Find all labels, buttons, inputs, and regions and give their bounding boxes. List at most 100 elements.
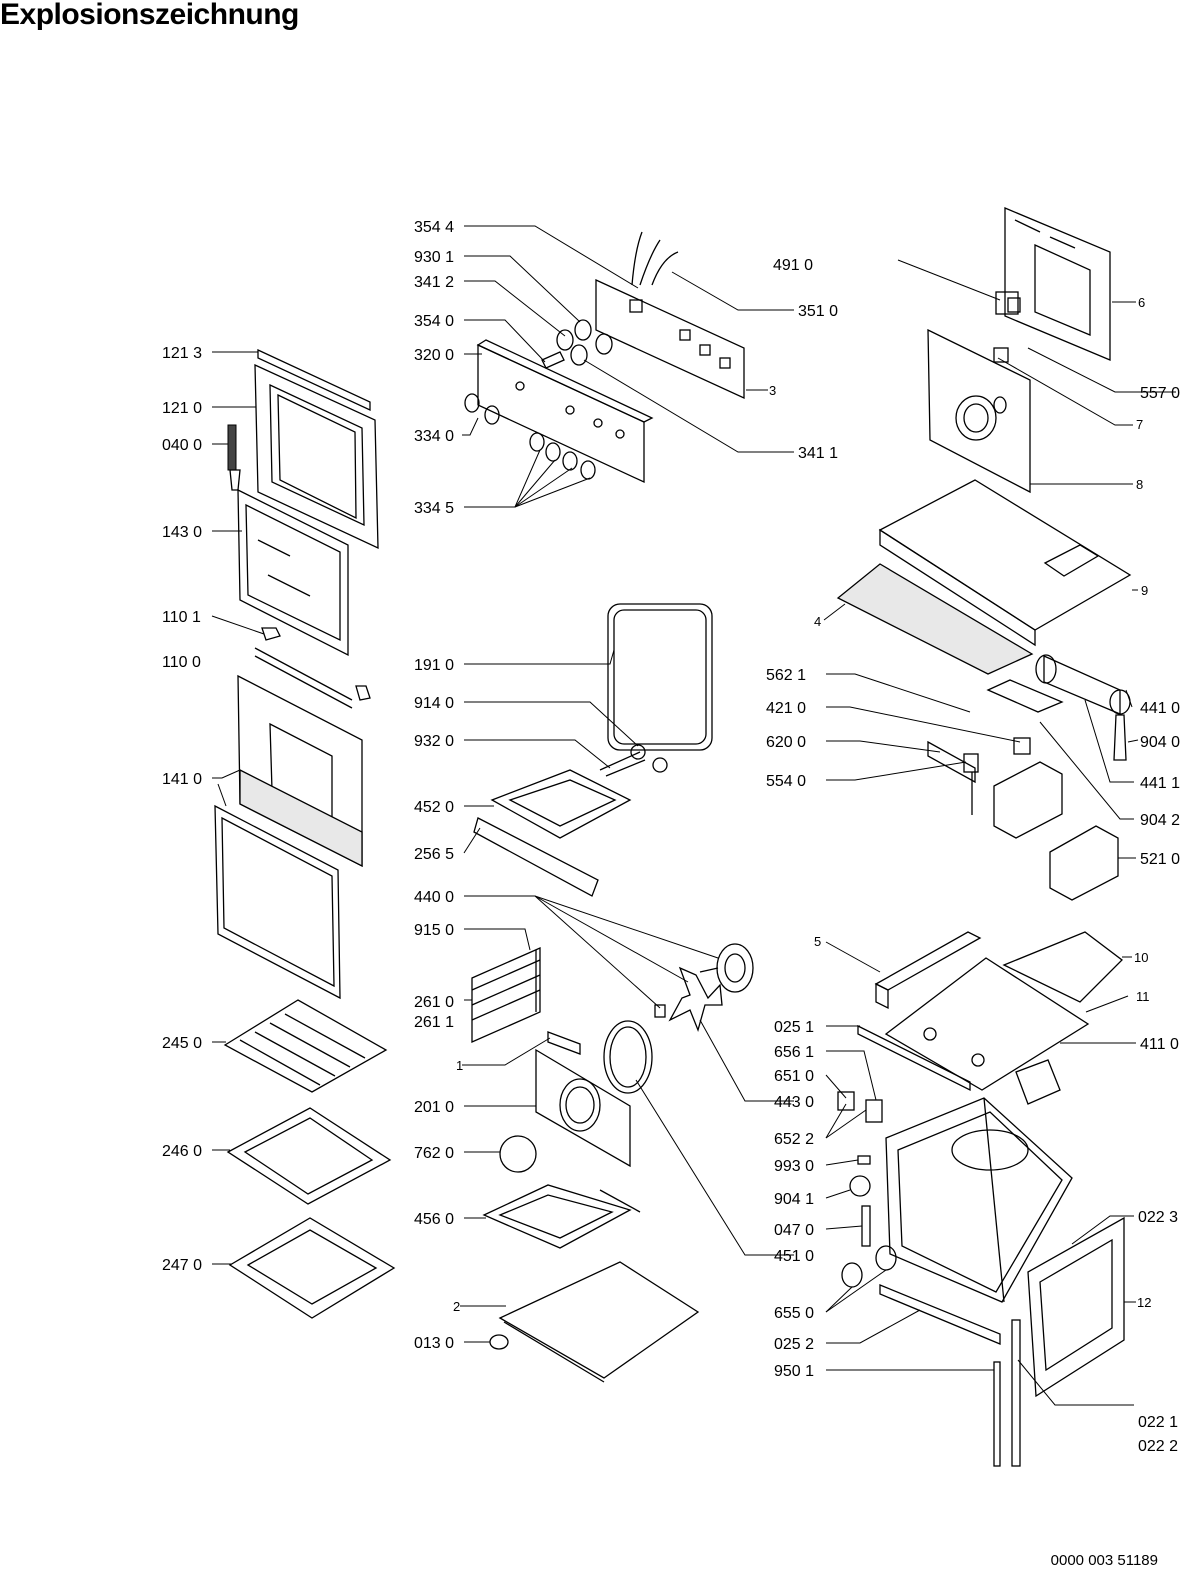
label-256-5: 256 5 <box>414 846 454 863</box>
label-4: 4 <box>814 614 821 629</box>
label-121-3: 121 3 <box>162 345 202 362</box>
outer-door-glass <box>237 674 363 868</box>
insulation-mat <box>836 563 1034 675</box>
label-441-1: 441 1 <box>1140 775 1180 792</box>
label-022-2: 022 2 <box>1138 1438 1178 1455</box>
side-panel <box>1027 1216 1125 1398</box>
fan-blade <box>668 966 723 1033</box>
label-3: 3 <box>769 383 776 398</box>
label-9: 9 <box>1141 583 1148 598</box>
label-491-0: 491 0 <box>773 257 813 274</box>
door-clip <box>261 627 281 641</box>
label-141-0: 141 0 <box>162 771 202 788</box>
oven-cavity <box>885 1097 1073 1303</box>
label-651-0: 651 0 <box>774 1068 814 1085</box>
label-443-0: 443 0 <box>774 1094 814 1111</box>
label-656-1: 656 1 <box>774 1044 814 1061</box>
relay-block <box>963 753 979 815</box>
label-047-0: 047 0 <box>774 1222 814 1239</box>
label-451-0: 451 0 <box>774 1248 814 1265</box>
label-10: 10 <box>1134 950 1148 965</box>
label-351-0: 351 0 <box>798 303 838 320</box>
label-557-0: 557 0 <box>1140 385 1180 402</box>
element-nuts <box>630 744 668 773</box>
label-456-0: 456 0 <box>414 1211 454 1228</box>
label-341-2: 341 2 <box>414 274 454 291</box>
label-904-1: 904 1 <box>774 1191 814 1208</box>
top-front-strip <box>857 1024 971 1092</box>
door-hinge <box>227 424 241 491</box>
document-number: 0000 003 51189 <box>1050 1552 1158 1569</box>
label-025-2: 025 2 <box>774 1336 814 1353</box>
label-247-0: 247 0 <box>162 1257 202 1274</box>
label-914-0: 914 0 <box>414 695 454 712</box>
terminal-block <box>927 740 976 784</box>
label-341-1: 341 1 <box>798 445 838 462</box>
rear-control-bracket <box>595 278 745 400</box>
door-top-strip <box>257 348 371 412</box>
oven-foot <box>489 1334 509 1350</box>
door-seal <box>607 603 713 751</box>
fan-motor-bracket <box>986 679 1064 713</box>
light-cover <box>499 1135 537 1173</box>
fuse-switch <box>1013 737 1031 755</box>
label-040-0: 040 0 <box>162 437 202 454</box>
side-profile-strips <box>993 1319 1021 1467</box>
label-013-0: 013 0 <box>414 1335 454 1352</box>
fan-housing-panel <box>927 328 1031 494</box>
lamp-glass <box>849 1175 871 1197</box>
door-switch <box>837 1091 883 1123</box>
fan-washer <box>654 1004 666 1018</box>
label-950-1: 950 1 <box>774 1363 814 1380</box>
door-handle <box>254 647 353 709</box>
label-022-1: 022 1 <box>1138 1414 1178 1431</box>
control-panel <box>476 339 654 484</box>
leader-lines <box>211 225 1176 1406</box>
label-440-0: 440 0 <box>414 889 454 906</box>
label-7: 7 <box>1136 417 1143 432</box>
label-652-2: 652 2 <box>774 1131 814 1148</box>
label-334-5: 334 5 <box>414 500 454 517</box>
lamp-holder <box>857 1155 871 1165</box>
inner-door-glass <box>237 488 349 657</box>
base-element <box>482 1184 641 1249</box>
label-354-0: 354 0 <box>414 313 454 330</box>
label-121-0: 121 0 <box>162 400 202 417</box>
part-labels: 354 4 930 1 341 2 354 0 320 0 334 0 334 … <box>162 219 1180 1455</box>
thermostat <box>841 1245 897 1288</box>
shelf-runners <box>471 947 541 1043</box>
handle-end-cap <box>355 685 371 701</box>
label-1: 1 <box>456 1058 463 1073</box>
rear-bracket <box>1015 1059 1061 1105</box>
thermostat-wires <box>631 231 679 286</box>
connector-block <box>995 291 1021 315</box>
switch-springs <box>556 319 613 366</box>
duct-cover <box>1002 931 1123 1003</box>
label-354-4: 354 4 <box>414 219 454 236</box>
label-554-0: 554 0 <box>766 773 806 790</box>
outer-door-panel <box>214 804 341 1000</box>
label-110-0: 110 0 <box>162 654 201 671</box>
label-201-0: 201 0 <box>414 1099 454 1116</box>
knob-spindle <box>541 351 565 369</box>
thermal-switch <box>993 347 1009 363</box>
tangential-fan <box>1035 654 1131 715</box>
label-655-0: 655 0 <box>774 1305 814 1322</box>
rear-fan-cover <box>535 1048 631 1168</box>
label-452-0: 452 0 <box>414 799 454 816</box>
baking-tray <box>226 1107 392 1205</box>
convection-motor <box>699 943 754 993</box>
label-562-1: 562 1 <box>766 667 806 684</box>
oven-bottom <box>498 1261 700 1383</box>
label-025-1: 025 1 <box>774 1019 814 1036</box>
label-5: 5 <box>814 934 821 949</box>
outer-top-cover <box>878 479 1132 647</box>
page-title: Explosionszeichnung <box>0 0 299 31</box>
plug-connector <box>1113 714 1127 761</box>
hinge-receiver <box>861 1205 871 1247</box>
label-8: 8 <box>1136 477 1143 492</box>
label-022-3: 022 3 <box>1138 1209 1178 1226</box>
label-334-0: 334 0 <box>414 428 454 445</box>
cavity-top-plate <box>884 957 1090 1091</box>
